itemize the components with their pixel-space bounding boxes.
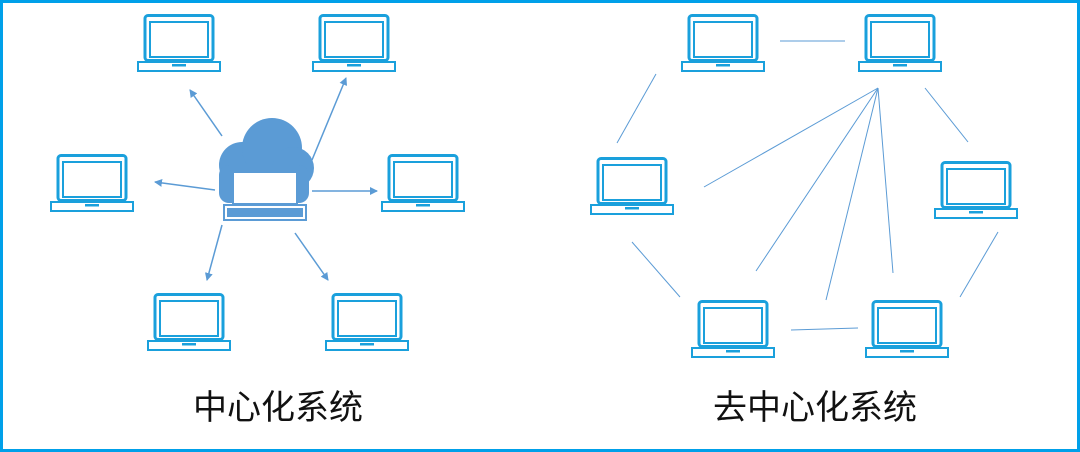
edge [703,87,879,188]
laptop-icon [381,154,465,212]
laptop-icon [147,293,231,351]
edge [924,87,969,143]
laptop-icon [137,14,221,72]
laptop-icon [681,14,765,72]
edge [631,241,681,298]
centralized-system [50,14,465,351]
edge [825,87,879,301]
laptop-icon [590,157,674,215]
edge [877,87,894,274]
decentralized-edges [616,40,999,331]
laptop-icon [691,300,775,358]
laptop-icon [865,300,949,358]
laptop-icon [325,293,409,351]
caption-decentralized-system: 去中心化系统 [713,388,917,428]
cloud-server-icon [219,118,314,221]
laptop-icon [858,14,942,72]
edge-hub-top-right [311,77,348,161]
edge-hub-bottom-right [294,232,329,281]
edge-hub-top-left [189,89,223,137]
laptop-icon [50,154,134,212]
edge [616,73,657,144]
centralized-edges [154,77,378,281]
edge-hub-left [154,178,216,191]
edge [790,327,859,331]
edge [959,231,999,298]
edge [755,87,879,272]
caption-centralized-system: 中心化系统 [193,388,363,428]
laptop-icon [934,161,1018,219]
laptop-icon [312,14,396,72]
edge-hub-bottom-left [204,224,223,281]
decentralized-system [590,14,1018,358]
